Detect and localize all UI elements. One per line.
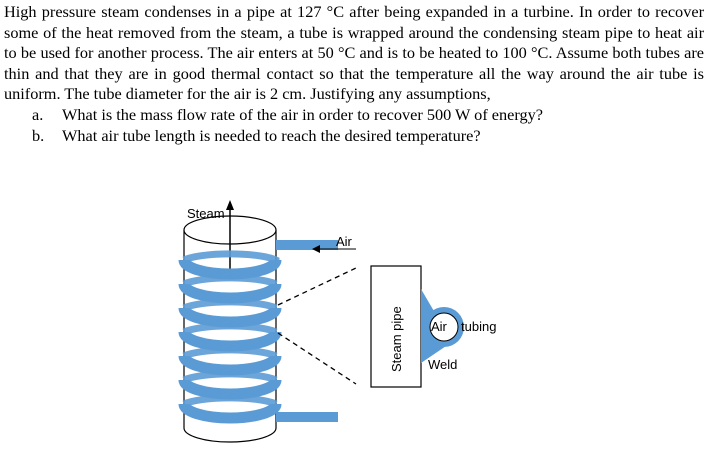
coil-turn (178, 354, 282, 376)
detail-projection-lines (277, 267, 357, 385)
question-b-letter: b. (32, 125, 45, 145)
coil-turn (178, 330, 282, 352)
air-tube-coil (178, 250, 282, 424)
coil-turn (178, 282, 282, 304)
steam-flow-arrow (226, 200, 234, 270)
steam-pipe-label: Steam pipe (389, 306, 404, 372)
air-tube-cross-section (424, 307, 464, 347)
air-outlet-tube (276, 412, 338, 422)
steam-label: Steam (187, 206, 225, 221)
question-a-text: What is the mass flow rate of the air in… (62, 104, 544, 124)
steam-pipe-wall-detail (370, 265, 422, 388)
problem-paragraph: High pressure steam condenses in a pipe … (4, 2, 704, 104)
air-inlet-tube (276, 240, 338, 250)
coil-turn (178, 378, 282, 400)
air-tubing-label-air: Air (431, 319, 448, 334)
question-b: b. What air tube length is needed to rea… (4, 126, 704, 147)
question-a: a. What is the mass flow rate of the air… (4, 105, 704, 126)
air-tubing-label-tubing: tubing (461, 319, 496, 334)
air-inlet-arrow (312, 245, 356, 253)
coil-turn (178, 402, 282, 424)
question-a-letter: a. (32, 104, 44, 124)
problem-statement: High pressure steam condenses in a pipe … (4, 2, 704, 146)
air-label: Air (336, 234, 353, 249)
question-b-text: What air tube length is needed to reach … (62, 125, 481, 145)
question-list: a. What is the mass flow rate of the air… (4, 105, 704, 146)
weld-label: Weld (428, 357, 457, 372)
coil-turn (178, 306, 282, 328)
coil-turn (178, 258, 282, 280)
